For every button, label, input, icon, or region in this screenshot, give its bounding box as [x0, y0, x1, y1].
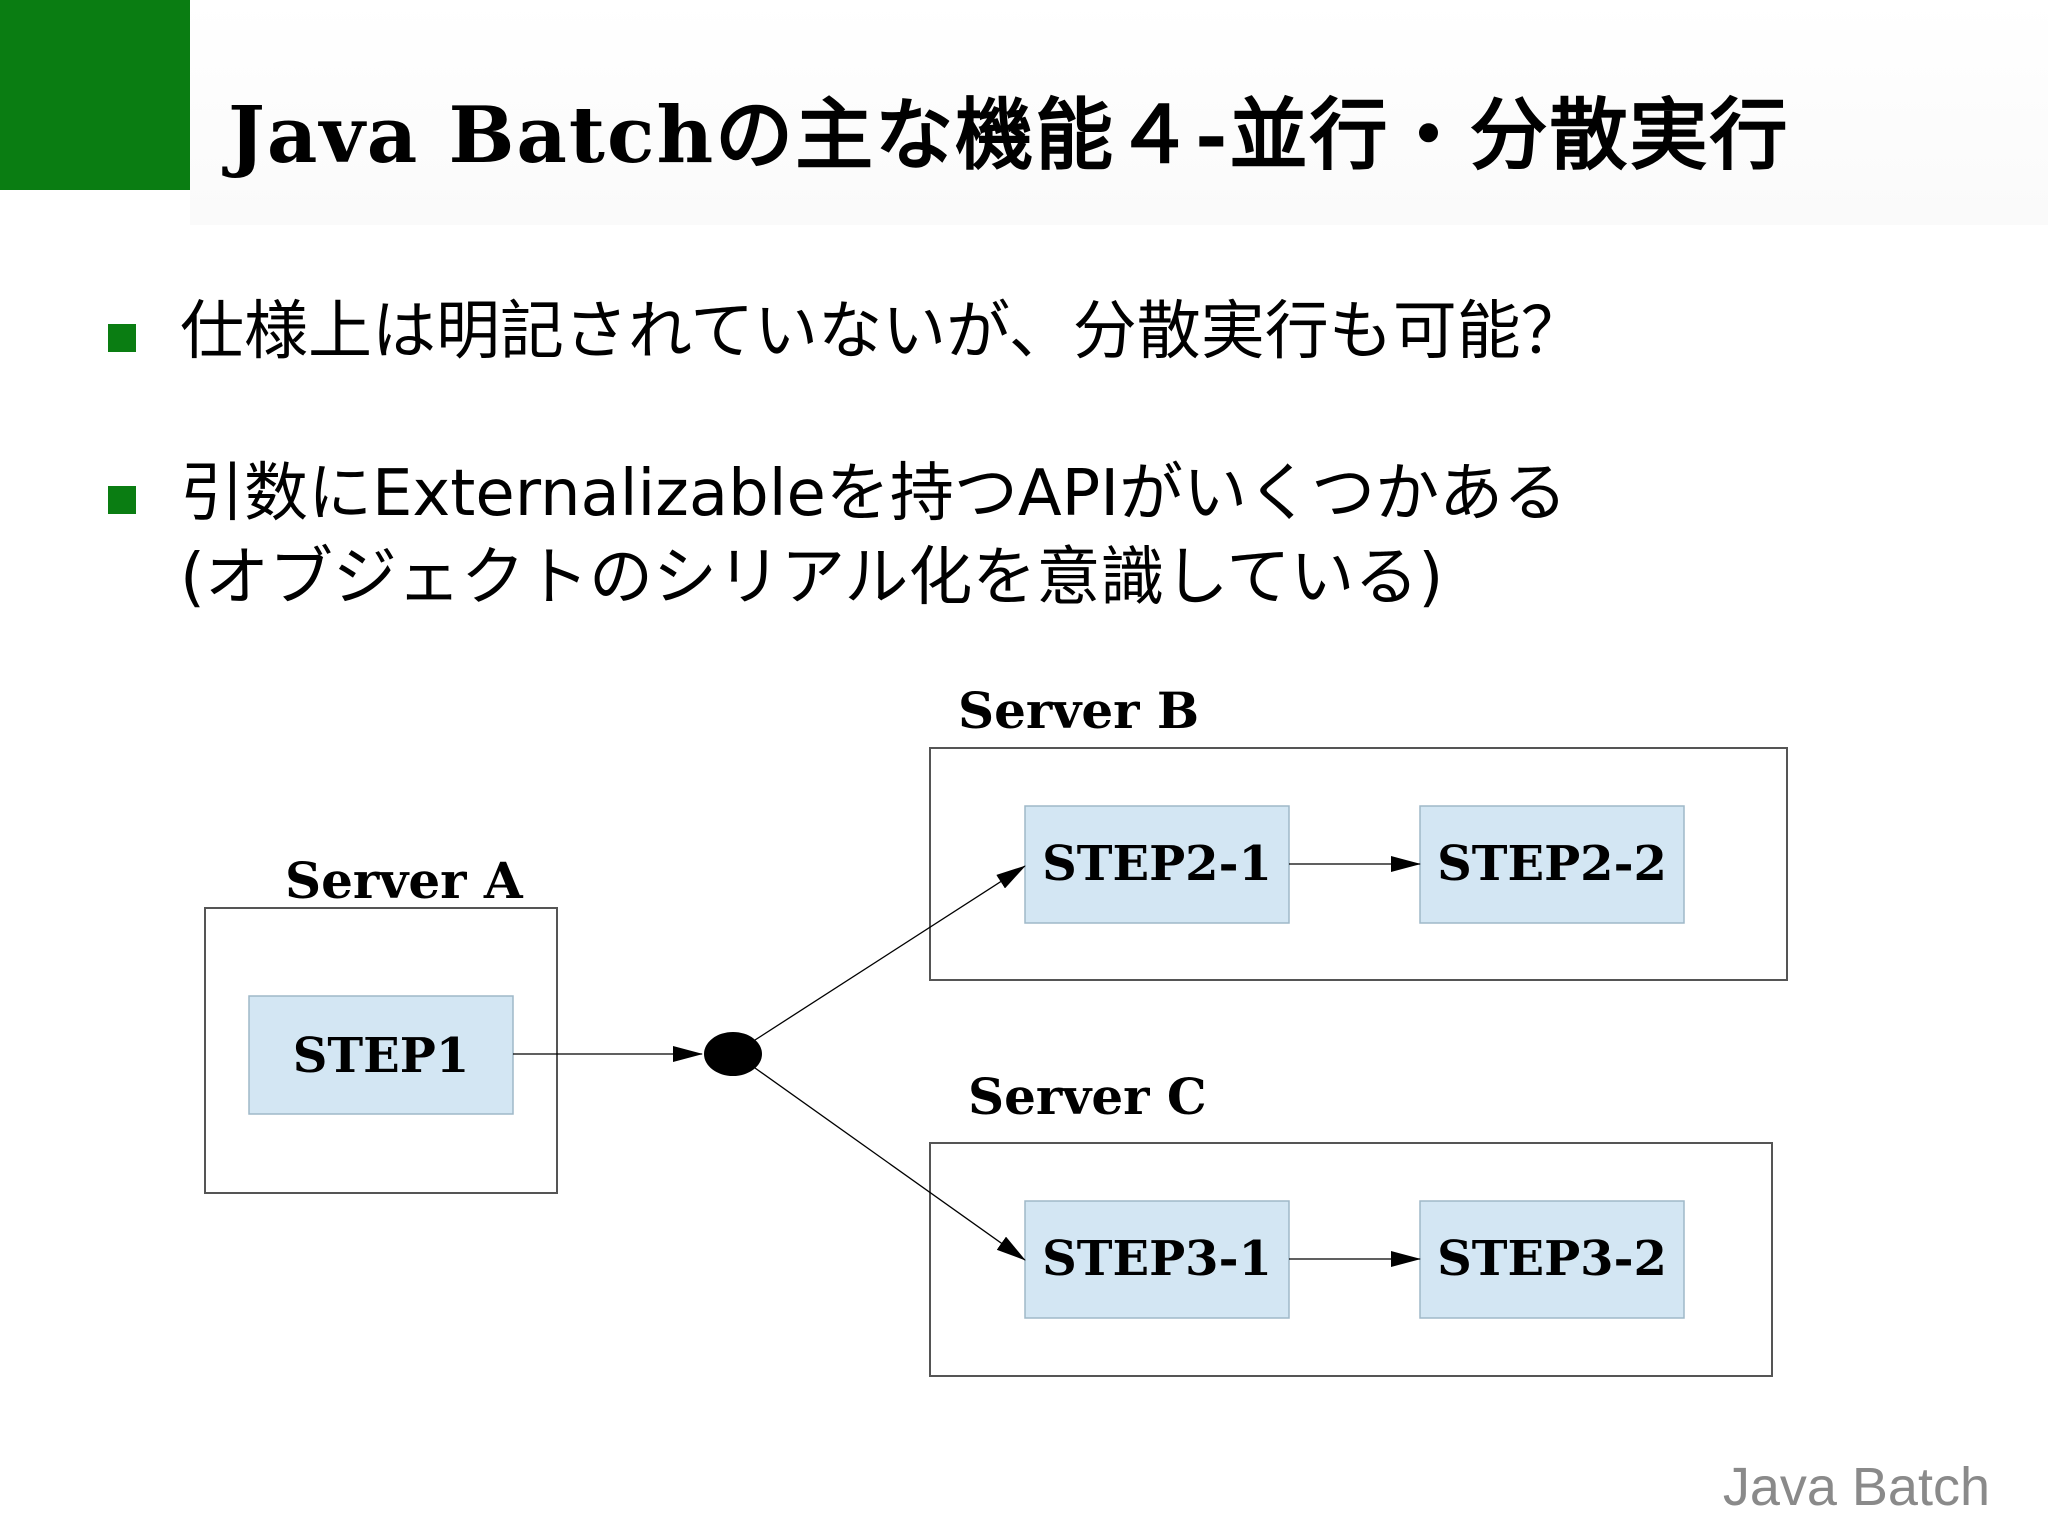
server-b-label: Server B	[958, 681, 1199, 740]
edge-fork-to-step3-1	[754, 1067, 1026, 1261]
step2-2-label: STEP2-2	[1437, 836, 1667, 892]
step3-1-label: STEP3-1	[1042, 1231, 1272, 1287]
step3-2-node	[1419, 1200, 1685, 1319]
server-a-label: Server A	[285, 851, 524, 910]
server-c-box	[929, 1142, 1773, 1377]
server-a-box	[204, 907, 558, 1194]
bullet-marker-1	[108, 324, 136, 352]
bullet-1-text: 仕様上は明記されていないが、分散実行も可能？	[180, 295, 1585, 369]
slide-title: Java Batchの主な機能４‐並行・分散実行	[228, 90, 1790, 181]
server-b-box	[929, 747, 1788, 981]
bullet-2-line-1: 引数にExternalizableを持つAPIがいくつかある	[180, 457, 1568, 531]
bullet-marker-2	[108, 486, 136, 514]
step1-node	[248, 995, 514, 1115]
step3-1-node	[1024, 1200, 1290, 1319]
fork-node	[704, 1032, 762, 1076]
footer-label: Java Batch	[1722, 1457, 1990, 1517]
header-accent-block	[0, 0, 190, 190]
step2-1-node	[1024, 805, 1290, 924]
step3-2-label: STEP3-2	[1437, 1231, 1667, 1287]
step2-1-label: STEP2-1	[1042, 836, 1272, 892]
bullet-2-line-2: (オブジェクトのシリアル化を意識している)	[180, 541, 1444, 615]
edge-fork-to-step2-1	[754, 865, 1026, 1041]
step1-label: STEP1	[293, 1028, 469, 1084]
header-band	[190, 0, 2048, 225]
step2-2-node	[1419, 805, 1685, 924]
server-c-label: Server C	[968, 1067, 1207, 1126]
